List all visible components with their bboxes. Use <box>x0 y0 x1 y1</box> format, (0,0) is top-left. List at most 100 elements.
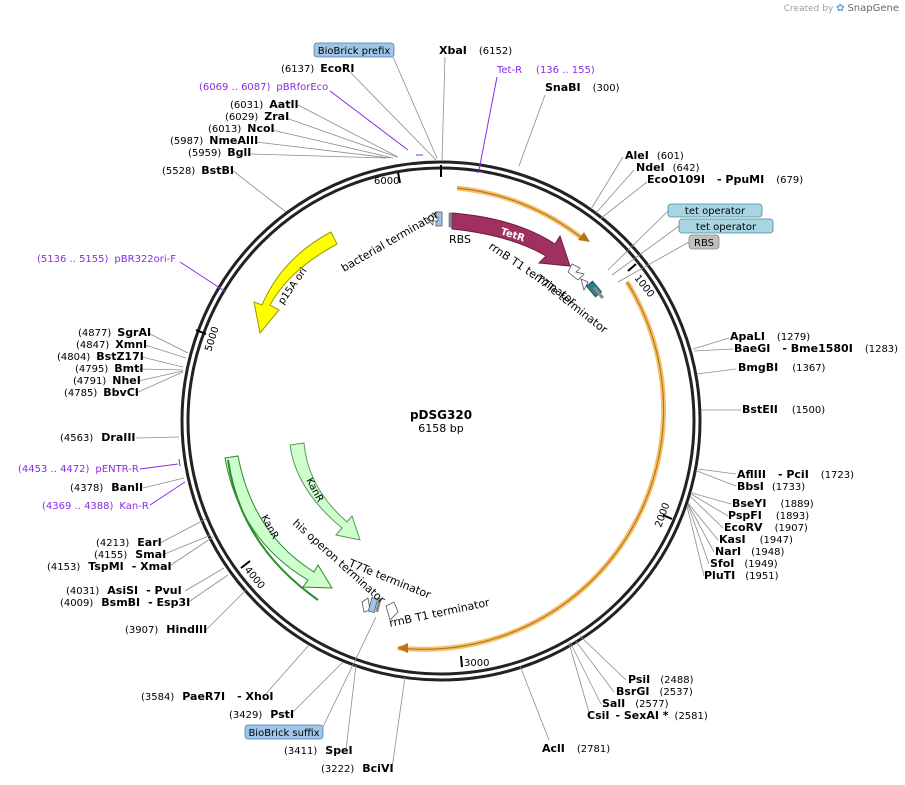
site-bgli: (5959)BglI <box>188 146 251 159</box>
leader-nhei <box>137 370 184 382</box>
feature-scar-box <box>375 597 382 613</box>
leader-nmeaiii <box>255 141 391 159</box>
site-bstbi: (5528)BstBI <box>162 164 234 177</box>
leader-biobrick-prefix <box>392 56 438 159</box>
tag-tet-operator-1: tet operator <box>667 203 763 218</box>
site-hindiii: (3907)HindIII <box>125 623 207 636</box>
tick-label-4000: 4000 <box>242 565 267 592</box>
site-nhei: (4791)NheI <box>73 374 141 387</box>
leader-bbsi <box>696 470 737 487</box>
site-bsteii: BstEII(1500) <box>742 403 825 416</box>
tag-rbs-label: RBS <box>694 238 714 249</box>
site-snabi: SnaBI(300) <box>545 81 620 94</box>
leader-bmgbi <box>696 368 737 375</box>
site-psii: PsiI(2488) <box>628 673 694 686</box>
leader-hindiii <box>205 589 247 631</box>
site-sgrai: (4877)SgrAI <box>78 326 151 339</box>
leader-ecoo109i <box>599 181 648 220</box>
leader-ecori <box>349 71 437 161</box>
feature-kanr-outer-arrow <box>224 455 333 589</box>
site-kasi: KasI(1947) <box>719 533 793 546</box>
feature-tet-operator-box-2 <box>592 286 605 300</box>
leader-primer-tet-r <box>478 76 498 171</box>
site-alei: AleI(601) <box>625 149 684 162</box>
site-ecori: (6137)EcoRI <box>281 62 354 75</box>
leader-ncoi <box>271 129 394 159</box>
site-xbai: XbaI(6152) <box>439 44 512 57</box>
leader-zrai <box>285 117 398 158</box>
orf-arrowhead-top <box>578 232 590 242</box>
leader-bbvci <box>135 371 184 394</box>
leader-snabi <box>518 94 546 167</box>
site-ndei: NdeI(642) <box>636 161 700 174</box>
site-psti: (3429)PstI <box>229 708 294 721</box>
leader-acli <box>519 665 550 741</box>
leader-bsmbi <box>186 574 229 604</box>
leader-sfoi <box>687 504 710 565</box>
feature-tetr-arrow <box>451 212 571 267</box>
feature-rrnb-terminator-glyph-bottom <box>385 601 399 621</box>
feature-rbs-box-2 <box>448 212 453 228</box>
leader-bstz17i <box>141 356 184 368</box>
leader-baegi <box>693 348 734 352</box>
leader-csii <box>568 642 591 717</box>
leader-bseyi <box>691 492 732 505</box>
leader-primer-kan-r <box>149 481 186 506</box>
tick-2000 <box>662 514 673 520</box>
tick-label-2000: 2000 <box>653 501 672 529</box>
leader-tspmi <box>167 536 214 568</box>
primer-pentr-r: (4453 .. 4472)pENTR-R <box>18 464 139 475</box>
primer-tet-r: Tet-R(136 .. 155) <box>496 65 595 76</box>
tick-6000 <box>397 171 401 184</box>
leader-nari <box>687 503 715 553</box>
leader-bgli <box>249 153 387 159</box>
leader-kasi <box>687 502 719 541</box>
tag-tet-operator-2: tet operator <box>678 218 774 234</box>
leader-apali <box>692 337 730 350</box>
feature-kanr-outer-orf <box>227 459 319 601</box>
site-baegi: BaeGI- Bme1580I(1283) <box>734 342 898 355</box>
tag-biobrick-prefix: BioBrick prefix <box>313 42 395 58</box>
leader-psti <box>289 661 344 716</box>
leader-eari <box>159 518 207 544</box>
feature-t7te-terminator-glyph <box>580 278 589 292</box>
site-paer7i: (3584)PaeR7I- XhoI <box>141 690 274 703</box>
snapgene-credit: Created by ✿ SnapGene <box>784 3 899 14</box>
leader-bmti <box>137 368 184 371</box>
leader-rbs <box>617 241 690 283</box>
feature-his-operon-label: his operon terminator <box>290 517 388 607</box>
site-nmeaiii: (5987)NmeAIII <box>170 134 258 147</box>
feature-rrnb-t1-bottom-label: rrnB T1 terminator <box>388 596 491 630</box>
site-aatii: (6031)AatII <box>230 98 299 111</box>
tick-label-6000: 6000 <box>374 176 399 187</box>
leader-primer-pbrforeco <box>329 90 409 151</box>
site-bsrgi: BsrGI(2537) <box>616 685 693 698</box>
site-zrai: (6029)ZraI <box>225 110 289 123</box>
tag-biobrick-prefix-label: BioBrick prefix <box>318 46 391 57</box>
leader-bcivi <box>391 676 406 769</box>
leader-paer7i <box>263 644 310 697</box>
orf-arrowhead-right <box>397 643 408 653</box>
primer-kan-r: (4369 .. 4388)Kan-R <box>42 501 149 512</box>
site-sali: SalI(2577) <box>602 697 669 710</box>
tag-tet-operator-2-label: tet operator <box>696 222 757 233</box>
feature-ori-arrow <box>253 231 338 335</box>
site-pluti: PluTI(1951) <box>704 569 779 582</box>
leader-tet-operator-2 <box>611 225 680 276</box>
credit-name: SnapGene <box>847 3 899 14</box>
tick-1000 <box>627 263 637 272</box>
credit-prefix: Created by <box>783 4 834 14</box>
site-ecorv: EcoRV(1907) <box>724 521 808 534</box>
leader-bstbi <box>231 169 287 213</box>
site-ecoo109i: EcoO109I- PpuMI(679) <box>647 173 803 186</box>
tag-rbs: RBS <box>688 234 720 250</box>
leader-ndei <box>595 169 635 214</box>
site-bmgbi: BmgBI(1367) <box>738 361 826 374</box>
site-eari: (4213)EarI <box>96 536 162 549</box>
site-ncoi: (6013)NcoI <box>208 122 275 135</box>
site-smai: (4155)SmaI <box>94 548 166 561</box>
backbone-outer <box>180 160 702 682</box>
feature-biobrick-suffix-box <box>367 596 379 614</box>
orf-arc-top-line <box>456 187 584 240</box>
leader-sali <box>569 641 602 705</box>
